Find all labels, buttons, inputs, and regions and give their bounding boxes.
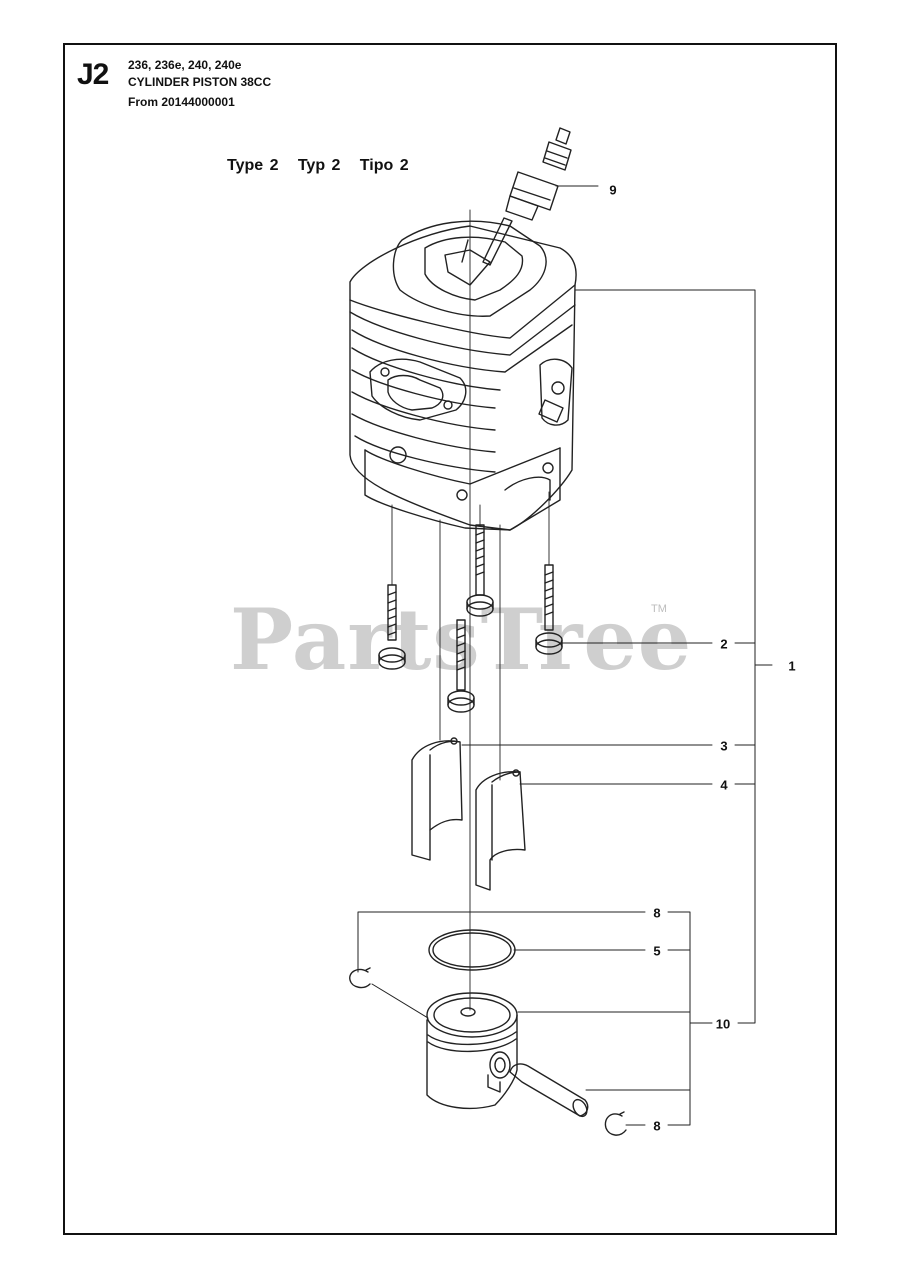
circlip-left[interactable] [349,967,371,989]
transfer-port-cover-right[interactable] [475,769,526,891]
diagram-title: CYLINDER PISTON 38CC [128,75,272,89]
callout-2: 2 [720,636,728,652]
piston-ring[interactable] [428,929,516,971]
piston-pin[interactable] [509,1063,590,1119]
callout-5: 5 [653,943,661,959]
cylinder-bolts[interactable] [378,524,563,713]
circlip-right[interactable] [604,1111,627,1136]
watermark-text: PartsTree [230,590,693,689]
watermark-tm: TM [651,603,667,615]
model-list: 236, 236e, 240, 240e [128,58,242,72]
callout-3: 3 [720,738,728,754]
piston[interactable] [426,992,518,1110]
transfer-port-cover-left[interactable] [411,737,463,861]
leader-lines [357,185,773,1126]
serial-range: From 20144000001 [128,95,235,109]
assembly-guide-lines [391,209,550,1011]
callout-1: 1 [788,658,796,674]
diagram-code: J2 [77,58,109,91]
type-label: Type 2 Typ 2 Tipo 2 [227,157,409,174]
page-frame [63,43,837,1235]
callout-10: 10 [715,1016,731,1032]
callout-8-bottom: 8 [653,1118,661,1134]
cylinder[interactable] [349,220,577,531]
spark-plug[interactable] [461,127,572,266]
callout-8-top: 8 [653,905,661,921]
callout-9: 9 [609,182,617,198]
callout-4: 4 [720,777,728,793]
